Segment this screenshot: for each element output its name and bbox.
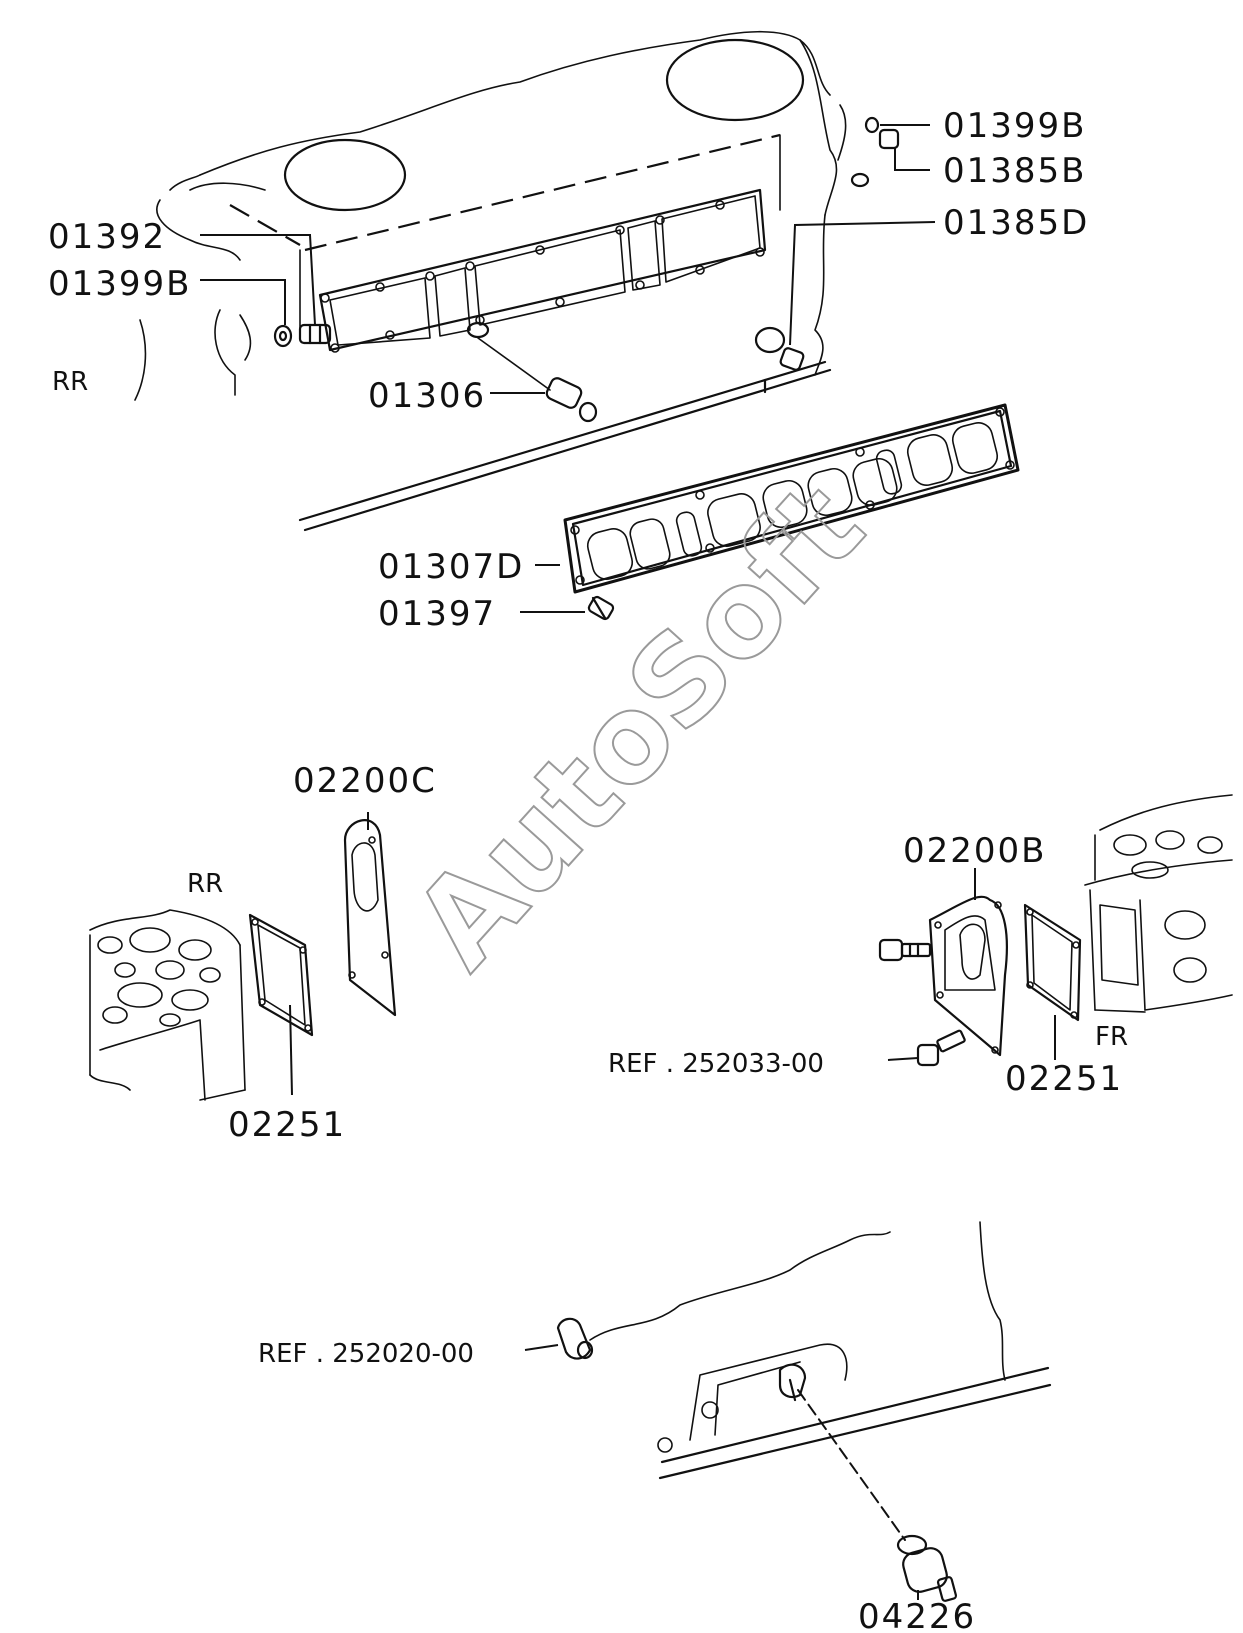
label-01306: 01306	[368, 376, 486, 416]
label-rr-top: RR	[52, 367, 88, 397]
label-02200b: 02200B	[903, 831, 1046, 871]
label-01399b-top: 01399B	[943, 106, 1086, 146]
label-04226: 04226	[858, 1597, 976, 1633]
cylinder-head-front	[878, 794, 1233, 1067]
label-02251-right: 02251	[1005, 1059, 1123, 1099]
label-02200c: 02200C	[293, 761, 437, 801]
engine-block-top	[134, 30, 900, 532]
label-fr: FR	[1095, 1022, 1128, 1052]
label-01392: 01392	[48, 217, 166, 257]
leader-lines	[200, 124, 1056, 1600]
label-ref-252033: REF . 252033-00	[608, 1049, 824, 1079]
label-01397: 01397	[378, 594, 496, 634]
label-01307d: 01307D	[378, 547, 524, 587]
label-02251-left: 02251	[228, 1105, 346, 1145]
side-cover-gasket	[563, 403, 1020, 621]
watermark-text: AutoSoft	[388, 458, 890, 994]
engine-block-bottom	[556, 1221, 1052, 1602]
label-01399b-left: 01399B	[48, 264, 191, 304]
part-labels: 01399B 01385B 01385D 01392 01399B RR 013…	[48, 106, 1128, 1633]
label-01385b: 01385B	[943, 151, 1086, 191]
label-ref-252020: REF . 252020-00	[258, 1339, 474, 1369]
label-rr-mid: RR	[187, 869, 223, 899]
cylinder-head-rear	[89, 819, 397, 1101]
label-01385d: 01385D	[943, 203, 1089, 243]
